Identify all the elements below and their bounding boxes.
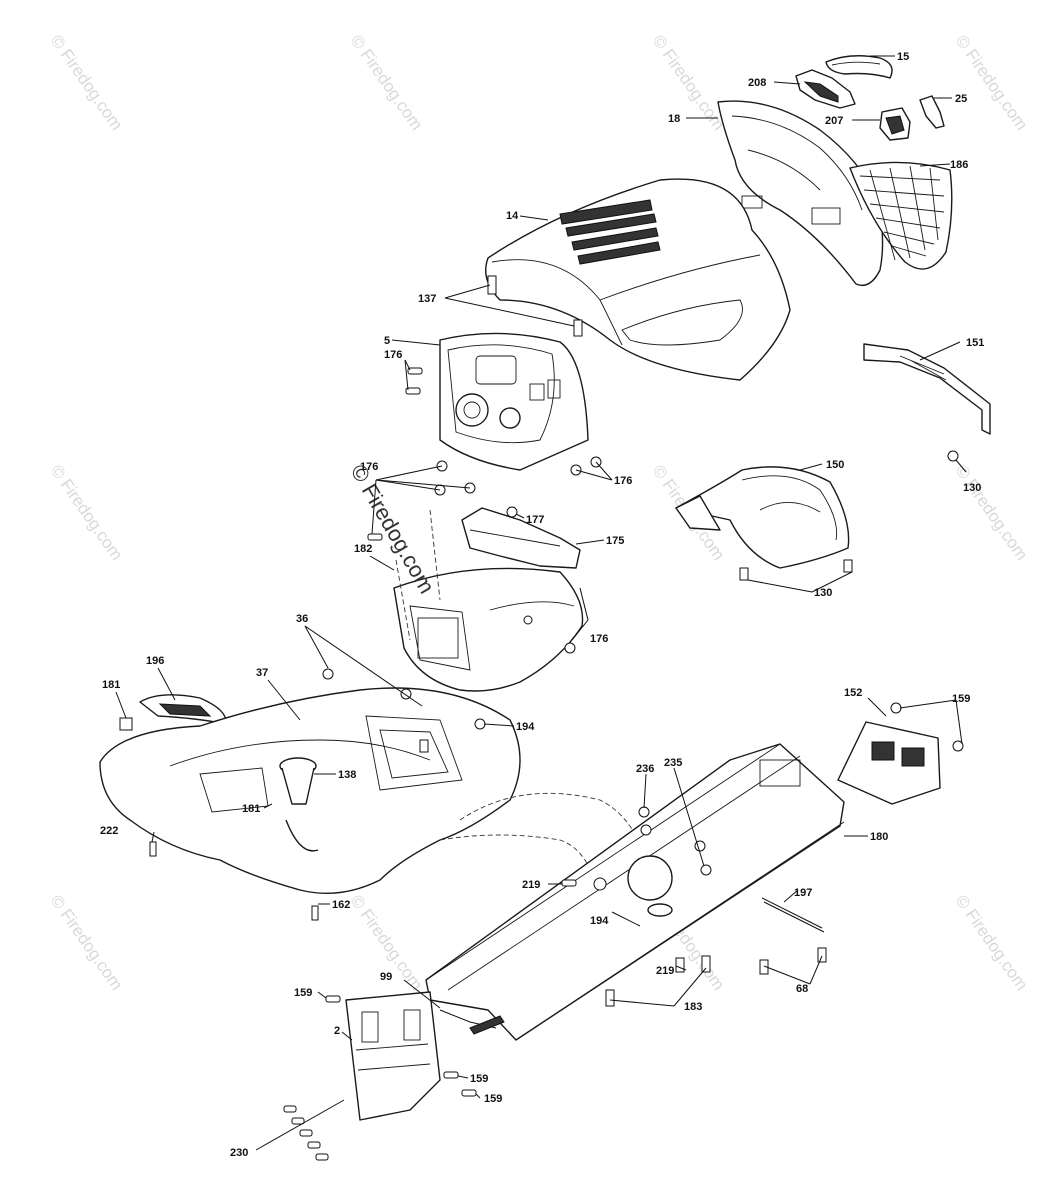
callout-159: 159 (484, 1093, 502, 1105)
callout-236: 236 (636, 763, 654, 775)
part-230-bolts (283, 1105, 329, 1161)
callout-186: 186 (950, 159, 968, 171)
callout-207: 207 (825, 115, 843, 127)
callout-150: 150 (826, 459, 844, 471)
part-25-lens (919, 95, 945, 129)
callout-219: 219 (522, 879, 540, 891)
callout-181: 181 (102, 679, 120, 691)
part-196-cover (139, 694, 227, 725)
callout-162: 162 (332, 899, 350, 911)
callout-130: 130 (814, 587, 832, 599)
callout-14: 14 (506, 210, 519, 222)
part-175-bracket (461, 506, 581, 569)
callout-2: 2 (334, 1025, 340, 1037)
part-137-latch (487, 275, 497, 295)
part-152-bracket (837, 702, 964, 805)
callout-176: 176 (590, 633, 608, 645)
callout-196: 196 (146, 655, 164, 667)
watermark: © Firedog.com (47, 31, 127, 133)
callout-181: 181 (242, 803, 260, 815)
part-14-hood (485, 178, 791, 381)
part-219-bolts (561, 879, 685, 973)
part-176-bolts-dash (367, 367, 602, 541)
part-222-bolt (149, 841, 157, 857)
callout-219: 219 (656, 965, 674, 977)
part-182-lower-console (393, 509, 584, 692)
watermark: © Firedog.com (47, 891, 127, 993)
watermark: © Firedog.com (952, 461, 1032, 563)
part-186-grille (849, 161, 953, 270)
part-162-bolt (311, 905, 319, 921)
part-15-cover (825, 55, 893, 79)
watermark: © Firedog.com (952, 31, 1032, 133)
part-183-bolts (605, 955, 711, 1007)
callout-176: 176 (360, 461, 378, 473)
callout-138: 138 (338, 769, 356, 781)
callout-37: 37 (256, 667, 268, 679)
callout-130: 130 (963, 482, 981, 494)
part-2-front-bracket (325, 991, 477, 1121)
part-208-headlight-bracket (795, 69, 856, 109)
callout-137: 137 (418, 293, 436, 305)
callout-152: 152 (844, 687, 862, 699)
callout-151: 151 (966, 337, 984, 349)
part-137-latch (573, 319, 583, 337)
part-99-spring (439, 1009, 505, 1035)
part-5-dash-panel (439, 332, 589, 471)
part-180-frame (425, 743, 845, 1041)
part-130-screw (947, 450, 967, 473)
part-176-bolt-lower (564, 642, 576, 654)
callout-183: 183 (684, 1001, 702, 1013)
callout-25: 25 (955, 93, 967, 105)
part-236-235-hardware (638, 806, 712, 876)
callout-194: 194 (590, 915, 609, 927)
callout-159: 159 (470, 1073, 488, 1085)
callout-197: 197 (794, 887, 812, 899)
part-177-clip (506, 506, 518, 518)
part-68-bolts (759, 947, 827, 975)
part-138-boot (279, 757, 319, 852)
callout-180: 180 (870, 831, 888, 843)
part-151-bracket (863, 343, 991, 435)
callout-159: 159 (294, 987, 312, 999)
part-197-rod (761, 897, 825, 933)
watermark: © Firedog.com (47, 461, 127, 563)
callout-36: 36 (296, 613, 308, 625)
callout-176: 176 (384, 349, 402, 361)
watermark: © Firedog.com (347, 31, 427, 133)
callout-176: 176 (614, 475, 632, 487)
callout-208: 208 (748, 77, 766, 89)
callout-177: 177 (526, 514, 544, 526)
callout-194: 194 (516, 721, 535, 733)
center-watermark: © Firedog.com (346, 460, 440, 598)
callout-18: 18 (668, 113, 680, 125)
callout-68: 68 (796, 983, 808, 995)
callout-5: 5 (384, 335, 390, 347)
callout-222: 222 (100, 825, 118, 837)
callout-159: 159 (952, 693, 970, 705)
part-18-front-housing (717, 100, 884, 287)
callout-182: 182 (354, 543, 372, 555)
part-150-shroud (675, 466, 853, 581)
callout-175: 175 (606, 535, 624, 547)
callout-230: 230 (230, 1147, 248, 1159)
leader-lines (115, 55, 963, 1151)
callout-labels: 15 208 25 207 18 186 14 137 5 176 151 13… (100, 51, 984, 1159)
part-207-headlight (879, 107, 911, 141)
watermark: © Firedog.com (952, 891, 1032, 993)
callout-235: 235 (664, 757, 682, 769)
callout-99: 99 (380, 971, 392, 983)
part-37-fender (99, 687, 521, 894)
callout-15: 15 (897, 51, 909, 63)
